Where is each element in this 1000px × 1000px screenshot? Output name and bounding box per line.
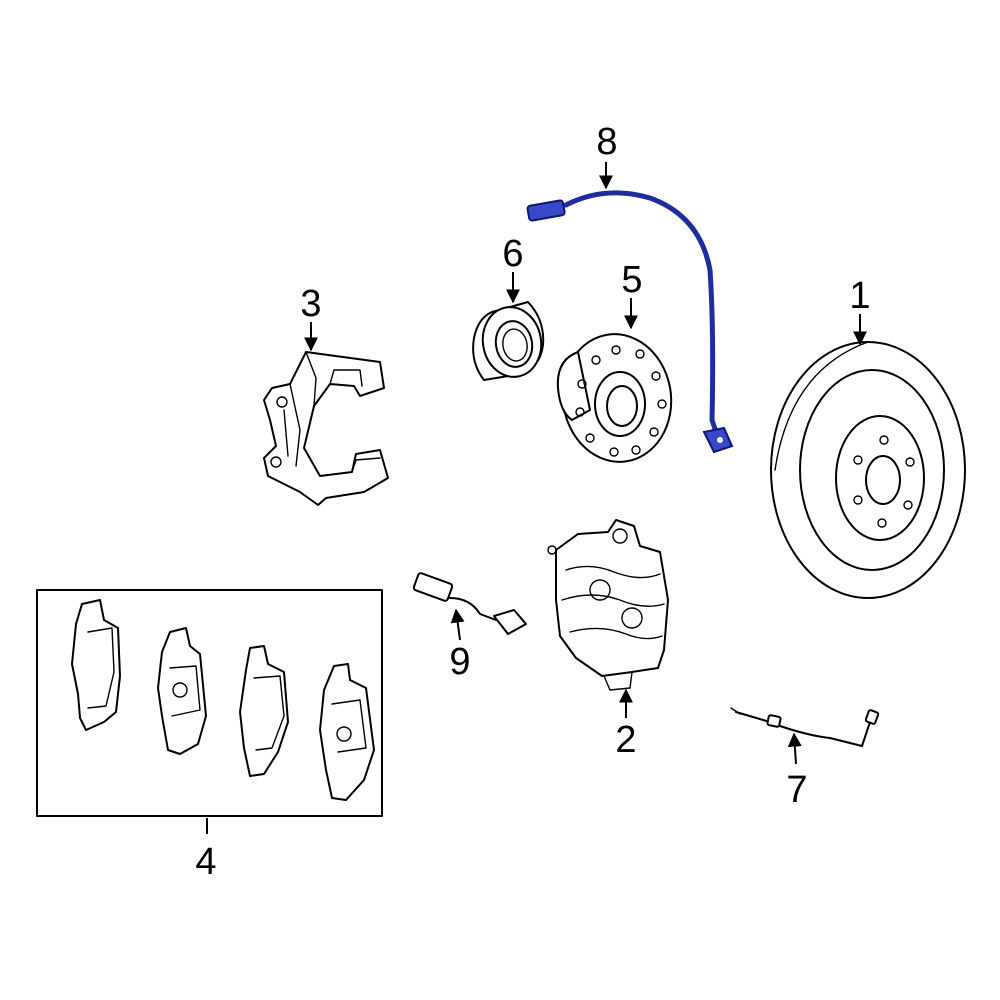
- callout-4: 4: [195, 841, 216, 883]
- callout-1: 1: [849, 275, 870, 317]
- callout-9: 9: [449, 641, 470, 683]
- sensor[interactable]: [730, 707, 880, 747]
- wheel-bearing[interactable]: [472, 301, 547, 382]
- callout-8: 8: [596, 121, 617, 163]
- callout-2: 2: [615, 719, 636, 761]
- callout-5: 5: [621, 259, 642, 301]
- callout-7: 7: [786, 769, 807, 811]
- callout-3: 3: [300, 283, 321, 325]
- wear-sensor[interactable]: [412, 572, 527, 635]
- wheel-hub[interactable]: [555, 327, 680, 469]
- callout-6: 6: [502, 233, 523, 275]
- brake-caliper[interactable]: [547, 519, 669, 691]
- brake-pad-set[interactable]: [36, 589, 383, 817]
- wear-sensor-highlighted[interactable]: [526, 190, 734, 454]
- caliper-bracket[interactable]: [263, 351, 389, 506]
- brake-rotor[interactable]: [770, 341, 966, 599]
